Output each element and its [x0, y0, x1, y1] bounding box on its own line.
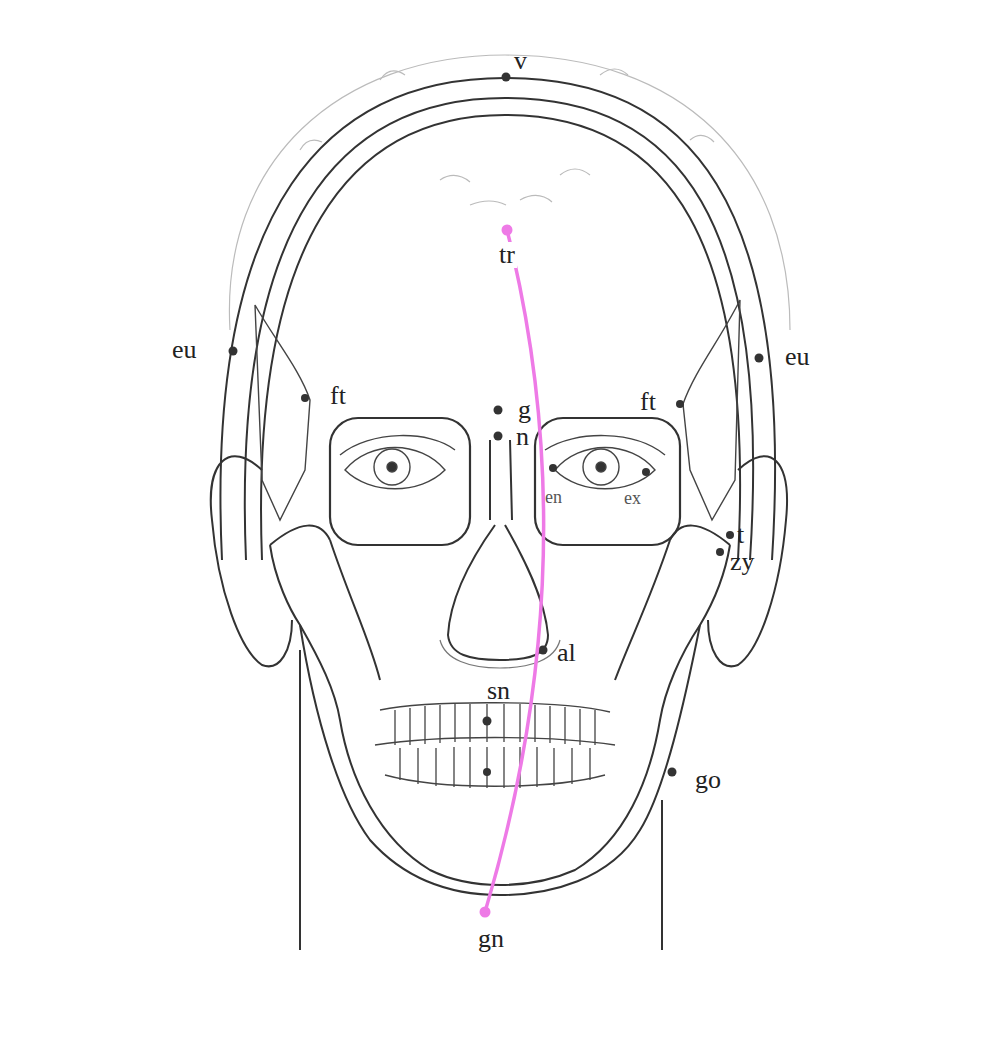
landmark-label: t: [735, 522, 746, 548]
face-outline: [270, 526, 730, 950]
head-outline: [220, 78, 775, 560]
landmark-label: zy: [728, 549, 757, 575]
eyes: [340, 436, 665, 489]
landmark-label: g: [516, 397, 533, 423]
landmark-label: ft: [328, 383, 348, 409]
landmark-dots: [229, 73, 764, 777]
landmark-label: al: [555, 640, 578, 666]
curve-endpoints: [480, 225, 513, 918]
landmark-label: ex: [622, 489, 643, 507]
landmark-label: eu: [170, 337, 199, 363]
ears: [211, 456, 787, 666]
landmark-label: sn: [485, 678, 512, 704]
landmark-label: n: [514, 424, 531, 450]
landmark-label: gn: [476, 926, 506, 952]
landmark-label: eu: [783, 344, 812, 370]
measurement-curve: [485, 230, 544, 912]
landmark-label: ft: [638, 389, 658, 415]
landmark-label: go: [693, 767, 723, 793]
landmark-label: tr: [497, 242, 517, 268]
landmark-label: v: [512, 48, 529, 74]
temporal-region: [255, 300, 740, 520]
teeth: [375, 703, 615, 788]
landmark-label: en: [543, 488, 564, 506]
